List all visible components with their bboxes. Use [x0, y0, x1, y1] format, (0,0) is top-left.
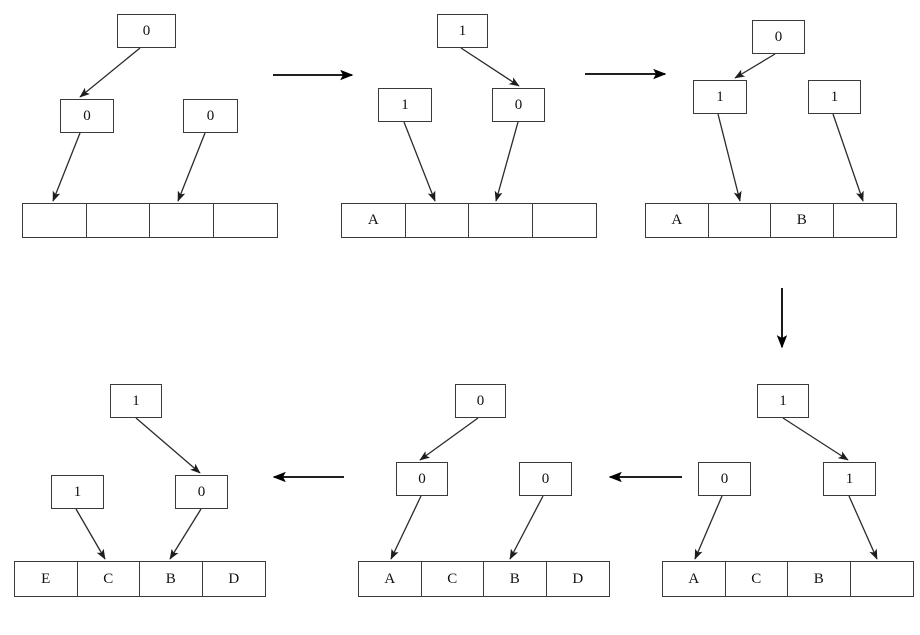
tree-node-p6-right: 0 — [175, 475, 228, 509]
tree-edge-p2-root-to-p2-right — [460, 47, 520, 87]
tree-edge-p2-left-to-cell-1 — [403, 121, 436, 202]
tree-edge-p6-root-to-p6-right — [135, 417, 201, 474]
tree-node-p3-left: 1 — [693, 80, 747, 114]
tree-edge-p4-right-to-cell-3 — [848, 495, 878, 560]
tree-node-p5-left: 0 — [396, 462, 448, 496]
tree-node-p2-root: 1 — [437, 14, 488, 48]
array-cell: A — [359, 562, 422, 596]
tree-node-p2-left: 1 — [378, 88, 432, 122]
tree-edge-p3-left-to-cell-1 — [717, 113, 742, 202]
tree-node-p5-root: 0 — [455, 384, 506, 418]
array-cell: B — [484, 562, 547, 596]
array-cell: B — [771, 204, 834, 237]
tree-edge-p5-right-to-cell-2 — [509, 495, 544, 560]
tree-edge-p4-root-to-p4-right — [782, 417, 849, 461]
array-cell: E — [15, 562, 78, 596]
tree-node-p6-left: 1 — [51, 475, 104, 509]
array-cell — [150, 204, 214, 237]
tree-node-p5-right: 0 — [519, 462, 572, 496]
tree-node-p1-root: 0 — [117, 14, 176, 48]
tree-node-p4-right: 1 — [823, 462, 876, 496]
tree-edge-p5-left-to-cell-0 — [390, 495, 422, 560]
tree-edge-p1-left-to-cell-0 — [52, 132, 81, 202]
tree-edge-p3-root-to-p3-left — [734, 53, 776, 79]
tree-node-p3-right: 1 — [808, 80, 861, 114]
array-cell: C — [726, 562, 788, 596]
array-cell: B — [140, 562, 203, 596]
tree-node-p6-root: 1 — [110, 384, 162, 418]
tree-edge-p3-right-to-cell-3 — [832, 113, 864, 202]
tree-node-p4-left: 0 — [698, 462, 751, 496]
tree-edge-p2-right-to-cell-2 — [494, 121, 519, 202]
tree-node-p1-left: 0 — [60, 99, 114, 133]
array-cell: C — [78, 562, 140, 596]
tree-node-p4-root: 1 — [757, 384, 809, 418]
tree-node-p1-right: 0 — [183, 99, 238, 133]
array-cell — [406, 204, 469, 237]
array-cell — [533, 204, 597, 237]
tree-edge-p1-right-to-cell-2 — [177, 132, 206, 202]
array-cell: D — [228, 570, 240, 587]
tree-edge-p4-left-to-cell-0 — [694, 495, 723, 560]
array-cell — [214, 204, 278, 237]
tree-edge-p6-right-to-cell-2 — [169, 508, 202, 560]
array-cell: A — [646, 204, 709, 237]
tree-edge-p6-left-to-cell-1 — [75, 508, 106, 560]
array-cell: A — [342, 204, 406, 237]
array-cell — [469, 204, 533, 237]
tree-edge-p5-root-to-p5-left — [419, 417, 479, 461]
array-cell: B — [788, 562, 851, 596]
array-cell — [87, 204, 150, 237]
array-cell — [23, 204, 87, 237]
tree-node-p2-right: 0 — [492, 88, 545, 122]
tree-node-p3-root: 0 — [752, 20, 805, 54]
array-cell: D — [572, 570, 584, 587]
array-cell — [851, 562, 914, 596]
array-strip-panel-1 — [22, 203, 278, 238]
array-cell — [834, 204, 897, 237]
array-cell — [709, 204, 771, 237]
tree-edge-p1-root-to-p1-left — [79, 47, 141, 98]
array-strip-panel-2: A — [341, 203, 597, 238]
array-cell: A — [663, 562, 726, 596]
array-cell: C — [422, 562, 484, 596]
